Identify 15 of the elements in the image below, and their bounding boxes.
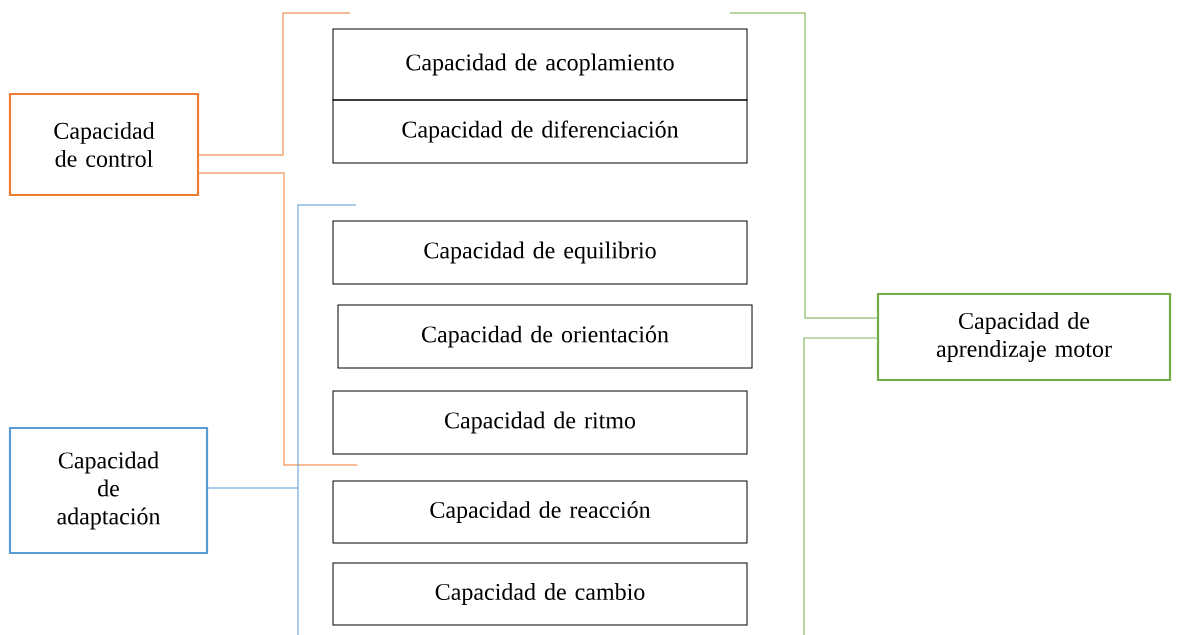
bracket-connector (207, 204, 357, 635)
text-box: Capacidad de control (8, 92, 200, 197)
bracket-connector (198, 12, 351, 156)
text-box: Capacidad de adaptación (8, 426, 209, 555)
text-box: Capacidad de diferenciación (332, 99, 748, 164)
text-box: Capacidad de equilibrio (332, 220, 748, 285)
bracket-connector (729, 12, 878, 319)
bracket-connector (803, 337, 878, 635)
text-box: Capacidad de aprendizaje motor (876, 292, 1172, 382)
text-box: Capacidad de acoplamiento (332, 28, 748, 101)
text-box: Capacidad de ritmo (332, 390, 748, 455)
text-box: Capacidad de cambio (332, 562, 748, 626)
text-box: Capacidad de reacción (332, 480, 748, 544)
bracket-connector (198, 172, 358, 466)
text-box: Capacidad de orientación (337, 304, 753, 369)
